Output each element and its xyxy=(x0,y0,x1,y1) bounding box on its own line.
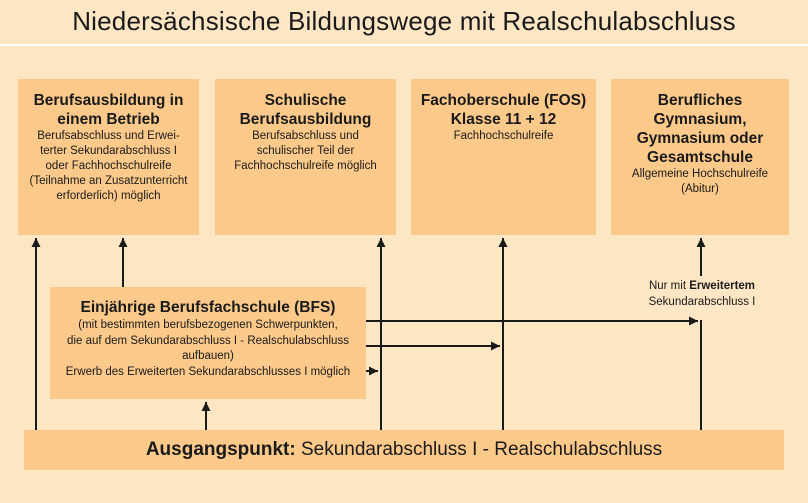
box-heading: Berufsausbildung xyxy=(239,111,372,128)
box-text: (Abitur) xyxy=(681,183,719,195)
box-heading: Gymnasium, xyxy=(653,111,747,128)
box-text: oder Fachhochschulreife xyxy=(45,160,172,172)
box-berufsfachschule: Einjährige Berufsfachschule (BFS) (mit b… xyxy=(50,287,366,399)
note-erweiterter-abschluss: Nur mit Erweitertem Sekundarabschluss I xyxy=(612,278,792,310)
box-text: Fachhochschulreife möglich xyxy=(234,160,377,172)
box-schulische-berufsausbildung: Schulische Berufsausbildung Berufsabschl… xyxy=(215,79,396,235)
box-heading: Einjährige Berufsfachschule (BFS) xyxy=(80,299,336,316)
note-bold: Erweitertem xyxy=(689,280,756,292)
box-ausgangspunkt: Ausgangspunkt: Sekundarabschluss I - Rea… xyxy=(24,430,784,470)
box-text: die auf dem Sekundarabschluss I - Realsc… xyxy=(67,334,349,347)
box-text: schulischer Teil der xyxy=(256,145,355,157)
box-heading: Berufsausbildung in xyxy=(33,92,184,109)
box-gymnasium: Berufliches Gymnasium, Gymnasium oder Ge… xyxy=(611,79,789,235)
box-text: Allgemeine Hochschulreife xyxy=(631,168,769,180)
box-text: Berufsabschluss und xyxy=(252,130,359,142)
box-text: terter Sekundarabschluss I xyxy=(40,145,177,157)
note-prefix: Nur mit xyxy=(648,280,690,292)
box-text: (mit bestimmten berufsbezogenen Schwerpu… xyxy=(78,319,338,331)
box-text: Berufsabschluss und Erwei- xyxy=(37,130,180,142)
box-heading: Gymnasium oder xyxy=(636,130,764,147)
box-text: erforderlich) möglich xyxy=(56,190,161,202)
start-text: Sekundarabschluss I - Realschulabschluss xyxy=(295,439,663,460)
note-line2: Sekundarabschluss I xyxy=(648,296,756,308)
box-text: aufbauen) xyxy=(182,350,234,362)
box-heading: Fachoberschule (FOS) xyxy=(420,92,587,109)
start-label: Ausgangspunkt: xyxy=(145,439,296,460)
box-heading: einem Betrieb xyxy=(57,111,160,128)
box-heading: Schulische xyxy=(264,92,347,109)
box-heading: Gesamtschule xyxy=(647,149,753,166)
box-heading: Berufliches xyxy=(657,92,743,109)
page-title: Niedersächsische Bildungswege mit Realsc… xyxy=(0,0,808,46)
box-fachoberschule: Fachoberschule (FOS) Klasse 11 + 12 Fach… xyxy=(411,79,596,235)
box-text: (Teilnahme an Zusatzunterricht xyxy=(29,175,188,187)
box-text: Fachhochschulreife xyxy=(453,130,554,142)
box-text: Erwerb des Erweiterten Sekundarabschluss… xyxy=(65,365,351,378)
box-heading: Klasse 11 + 12 xyxy=(450,111,557,128)
box-berufsausbildung-betrieb: Berufsausbildung in einem Betrieb Berufs… xyxy=(18,79,199,235)
